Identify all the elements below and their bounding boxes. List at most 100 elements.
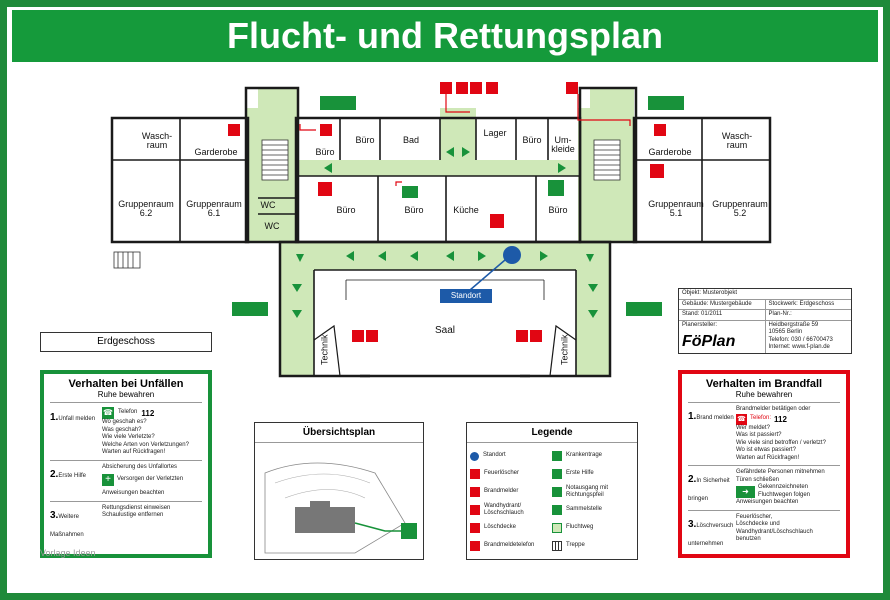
exit-corridor-left <box>258 88 298 108</box>
uebersicht-panel: Übersichtsplan <box>254 422 424 560</box>
route-arrows <box>292 147 598 318</box>
fire-hose-icon <box>470 505 480 515</box>
main-corridor <box>298 160 578 176</box>
standort-label: Standort <box>450 291 482 300</box>
fire-signs <box>228 82 666 342</box>
room-gruppenraum-62: Gruppenraum 6.2 <box>118 199 174 219</box>
legend-loeschdecke: Löschdecke <box>484 524 517 531</box>
unfall-step3-line-2: Schaulustige entfernen <box>102 512 164 518</box>
fire-telephone-legend-icon <box>470 541 480 551</box>
escape-route-icon <box>552 523 562 533</box>
fire-blanket-icon <box>470 523 480 533</box>
legend-wandhydrant: Wandhydrant/ Löschschlauch <box>484 502 524 517</box>
fire-extinguisher-icon <box>470 469 480 479</box>
floor-label-box: Erdgeschoss <box>40 332 212 352</box>
exit-signs <box>232 96 684 316</box>
brand-step3-line-4: benutzen <box>736 536 761 542</box>
uebersicht-title: Übersichtsplan <box>255 423 423 443</box>
unfall-step1-line-3: Wie viele Verletzte? <box>102 434 155 440</box>
legend-notausgang: Notausgang mit Richtungspfeil <box>566 484 609 499</box>
room-buero-1: Büro <box>315 147 335 157</box>
legend-fluchtweg: Fluchtweg <box>566 524 594 531</box>
info-stand: Stand: 01/2011 <box>679 310 766 320</box>
unfall-step3-label: Weitere Maßnahmen <box>50 513 84 538</box>
unfall-step2-line-1: Absicherung des Unfallortes <box>102 463 178 470</box>
room-buero-6: Büro <box>548 205 568 215</box>
fire-telephone-icon: ☎ <box>736 413 747 425</box>
uebersicht-map <box>264 462 417 554</box>
brand-step2-line-3: Gekennzeichneten Fluchtwegen folgen <box>757 484 811 498</box>
floor-label: Erdgeschoss <box>97 336 155 347</box>
room-umkleide: Um- kleide <box>551 135 575 155</box>
room-waschraum-left: Wasch- raum <box>141 131 173 151</box>
first-aid-icon: + <box>102 474 114 486</box>
info-plan-nr: Plan-Nr.: <box>768 311 792 317</box>
brand-step2-label: In Sicherheit bringen <box>688 478 730 502</box>
brand-step2-line-1: Gefährdete Personen mitnehmen <box>736 469 825 475</box>
brand-step2-line-4: Anweisungen beachten <box>736 499 799 505</box>
unfall-step1-line-2: Was geschah? <box>102 426 142 433</box>
room-lager: Lager <box>483 128 507 138</box>
brand-subtitle: Ruhe bewahren <box>688 390 840 403</box>
room-gruppenraum-52: Gruppenraum 5.2 <box>712 199 768 219</box>
unfall-step2-line-3: Anweisungen beachten <box>102 490 165 496</box>
unfall-telefon: 112 <box>141 408 155 418</box>
info-box: Objekt: Musterobjekt Gebäude: Mustergebä… <box>678 288 852 354</box>
room-technik-right: Technik <box>559 334 570 365</box>
info-address-1: Heidbergstraße 59 <box>768 321 819 328</box>
unfall-step1-line-4: Welche Arten von Verletzungen? <box>102 441 189 448</box>
unfall-step2-label: Erste Hilfe <box>58 472 87 479</box>
standort-icon <box>470 451 479 461</box>
center-corridor <box>440 108 476 160</box>
room-technik-left: Technik <box>319 334 330 365</box>
hall-corridor-top <box>280 242 610 270</box>
unfall-panel: Verhalten bei Unfällen Ruhe bewahren 1.U… <box>40 370 212 558</box>
first-aid-legend-icon <box>552 469 562 479</box>
room-saal: Saal <box>434 325 455 336</box>
stretcher-icon <box>552 451 562 461</box>
unfall-step1-label: Unfall melden <box>58 416 96 422</box>
info-gebaeude: Gebäude: Mustergebäude <box>679 299 766 309</box>
stairs-icon <box>552 541 562 551</box>
room-kueche: Küche <box>453 205 479 215</box>
legend-panel: Legende Standort Feuerlöscher Brandmelde… <box>466 422 638 560</box>
page-title: Flucht- und Rettungsplan <box>12 10 878 62</box>
watermark: Vorlage Ideen <box>40 548 96 558</box>
emergency-exit-icon <box>552 487 562 497</box>
brand-step2-line-2: Türen schließen <box>736 476 780 483</box>
legend-title: Legende <box>467 423 637 443</box>
info-web: Internet: www.f-plan.de <box>768 344 830 350</box>
brand-step1-a: Brandmelder betätigen oder <box>736 406 811 412</box>
legend-brandmeldetelefon: Brandmeldetelefon <box>484 542 535 549</box>
room-garderobe-left: Garderobe <box>194 147 238 157</box>
brand-step1-line-4: Wo ist etwas passiert? <box>736 447 796 453</box>
unfall-step1-line-5: Warten auf Rückfragen! <box>102 449 166 455</box>
staircases <box>113 139 621 269</box>
legend-erste-hilfe: Erste Hilfe <box>566 470 594 477</box>
brand-step3-line-1: Feuerlöscher, <box>736 513 773 520</box>
brand-title: Verhalten im Brandfall <box>705 378 823 390</box>
exit-icon: ➜ <box>736 485 755 498</box>
room-wc-1: WC <box>260 200 276 210</box>
room-buero-2: Büro <box>355 135 375 145</box>
assembly-point-icon <box>552 505 562 515</box>
fire-alarm-icon <box>470 487 480 497</box>
legend-krankentrage: Krankentrage <box>566 452 603 459</box>
room-buero-5: Büro <box>404 205 424 215</box>
brand-step1-label: Brand melden <box>696 415 734 421</box>
fplan-logo: FöPlan <box>682 333 736 350</box>
room-buero-3: Büro <box>522 135 542 145</box>
unfall-subtitle: Ruhe bewahren <box>50 390 202 403</box>
escape-routes <box>246 88 634 376</box>
exit-corridor-right <box>590 88 634 108</box>
room-wc-2: WC <box>264 221 280 231</box>
brand-step1-line-1: Wer meldet? <box>736 424 770 431</box>
info-objekt: Objekt: Musterobjekt <box>679 289 851 300</box>
unfall-step1-line-1: Wo geschah es? <box>102 419 147 425</box>
unfall-title: Verhalten bei Unfällen <box>68 378 184 390</box>
room-gruppenraum-61: Gruppenraum 6.1 <box>186 199 242 219</box>
room-buero-4: Büro <box>336 205 356 215</box>
unfall-telefon-label: Telefon <box>118 409 138 416</box>
info-planersteller: Planersteller: <box>682 321 718 328</box>
